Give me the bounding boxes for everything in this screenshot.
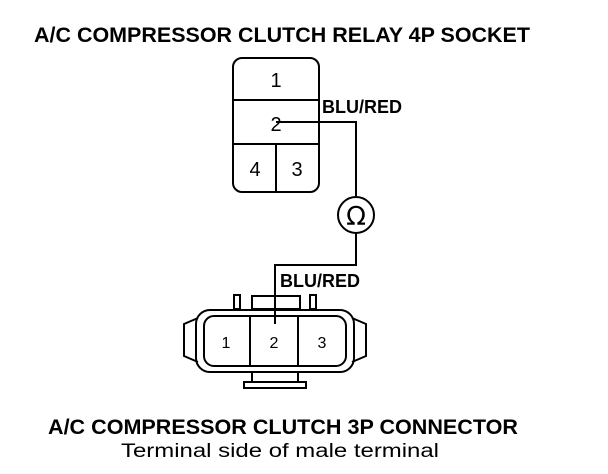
connector-title: A/C COMPRESSOR CLUTCH 3P CONNECTOR — [48, 416, 518, 439]
connector-bottom-key — [251, 371, 299, 383]
wire-lower-label: BLU/RED — [280, 271, 360, 291]
connector-peg-right — [309, 294, 317, 310]
connector-3p: 1 2 3 — [183, 294, 367, 389]
wire-upper-segment — [276, 121, 357, 196]
relay-pin-4: 4 — [249, 159, 260, 181]
connector-pin-1: 1 — [222, 335, 231, 352]
connector-pin-2: 2 — [270, 335, 279, 352]
relay-pin-1: 1 — [270, 70, 281, 92]
test-wire: BLU/RED Ω BLU/RED — [274, 97, 402, 324]
wire-lower-segment — [274, 233, 357, 324]
wire-upper-label: BLU/RED — [322, 97, 402, 117]
connector-left-ear — [183, 317, 199, 363]
connector-inner — [203, 315, 347, 367]
ohm-symbol-icon: Ω — [346, 202, 366, 232]
connector-subtitle: Terminal side of male terminal — [121, 441, 439, 462]
connector-pin-3: 3 — [318, 335, 327, 352]
connector-right-ear — [351, 317, 367, 363]
connector-peg-left — [233, 294, 241, 310]
relay-socket-title: A/C COMPRESSOR CLUTCH RELAY 4P SOCKET — [34, 24, 530, 47]
relay-pin-3: 3 — [291, 159, 302, 181]
connector-bottom-rail — [243, 381, 307, 389]
relay-pin-2: 2 — [270, 114, 281, 136]
relay-socket: 1 2 4 3 — [232, 57, 320, 193]
